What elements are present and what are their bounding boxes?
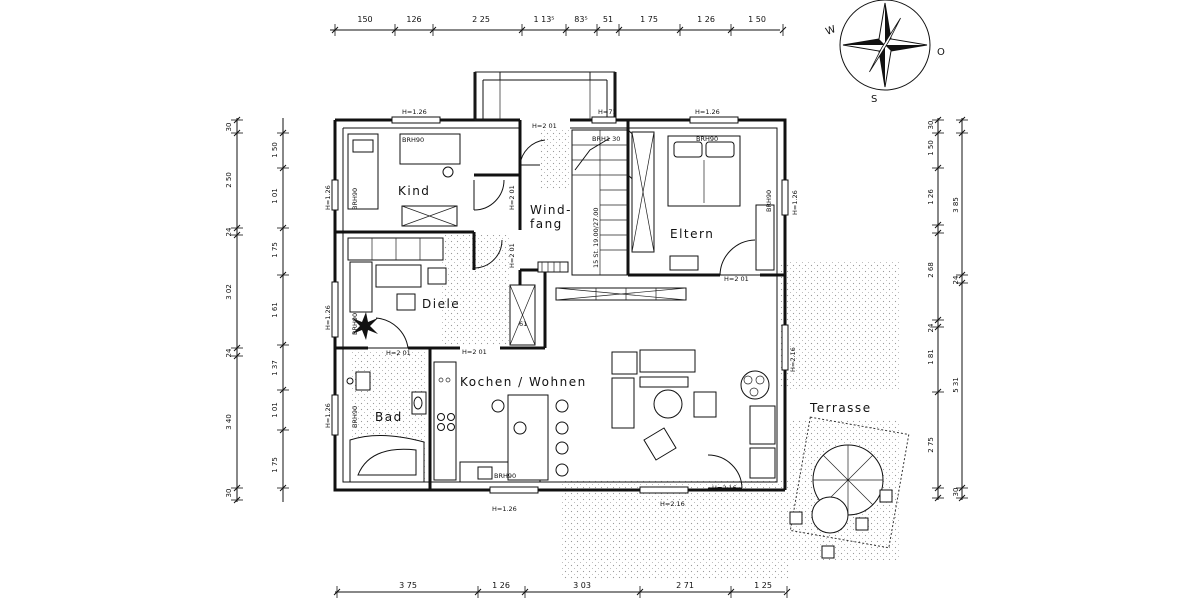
annotation: BRH90 [351,313,359,335]
room-label-eltern: Eltern [670,227,714,241]
annotation: BRH90 [351,406,359,428]
bad-furniture [346,371,427,483]
left-dim-inner: 1 01 [271,188,279,204]
right-dim-outer: 3 85 [952,197,960,213]
left-dim-inner: 1 01 [271,402,279,418]
annotation: BRH1 30 [592,135,620,143]
annotation: BRH90 [494,472,516,480]
room-label-windfang: fang [530,217,563,231]
left-dim-outer: 30 [225,489,233,498]
left-dim-inner: 1 37 [271,360,279,376]
right-dimension-chain: 30 1 50 1 26 24 2 68 24 1 81 2 75 30 3 8… [927,116,968,502]
right-dim-inner: 2 68 [927,262,935,278]
top-dim: 1 26 [697,15,715,24]
left-dim-outer: 2 50 [225,172,233,188]
annotation: H=1.26 [791,190,799,215]
bottom-dimension-chain: 3 75 1 26 3 03 2 71 1 25 [333,581,791,598]
right-dim-outer: 5 31 [952,377,960,393]
annotation: 15 St. 19.00/27.00 [592,207,600,268]
annotation: H=71 [598,108,617,116]
left-dim-inner: 1 75 [271,457,279,473]
bottom-dim: 3 75 [399,581,417,590]
room-labels: Kind Wind- fang Eltern Diele Kochen / Wo… [375,184,872,424]
kind-furniture [347,133,461,227]
compass-east: O [937,47,945,58]
left-dim-inner: 1 61 [271,302,279,318]
right-dim-inner: 1 26 [927,189,935,205]
annotation: H=1.26 [402,108,427,116]
left-dimension-chain: 30 2 50 24 3 02 24 3 40 30 1 50 1 01 1 7… [225,116,289,504]
diele-furniture [347,237,447,340]
kitchen-living-furniture [433,287,776,483]
compass-south: S [871,94,877,105]
left-dim-outer: 24 [225,348,233,357]
staircase [509,129,629,346]
compass-rose: W O S [824,0,945,105]
annotation: H=2 01 [508,185,516,210]
annotation: H=1.26 [324,305,332,330]
eltern-furniture [631,131,775,271]
annotation: H=1.26 [492,505,517,513]
plant-icon [740,370,770,400]
compass-west: W [824,24,837,38]
plant-icon [352,312,378,340]
annotation: BRH90 [696,135,718,143]
annotation: H=2 01 [462,348,487,356]
right-dim-inner: 1 50 [927,140,935,156]
room-label-windfang: Wind- [530,203,572,217]
annotation: H=2 01 [508,243,516,268]
room-label-kind: Kind [398,184,430,198]
top-dim: 150 [357,15,372,24]
bottom-dim: 1 25 [754,581,772,590]
left-dim-outer: 24 [225,227,233,236]
compass-star-icon [842,2,928,88]
top-dim: 2 25 [472,15,490,24]
top-dim: 83⁵ [574,15,587,24]
annotation: H=1.26 [695,108,720,116]
annotation: BRH90 [351,188,359,210]
bottom-dim: 2 71 [676,581,694,590]
annotation: BRH90 [402,136,424,144]
annotation: H=2.16 [712,484,737,492]
windows [331,116,789,494]
left-dim-inner: 1 50 [271,142,279,158]
left-dim-outer: 3 02 [225,284,233,300]
annotation: H=2 01 [386,349,411,357]
top-dim: 1 50 [748,15,766,24]
annotation: H=1.26 [324,403,332,428]
top-dimension-chain: 150 126 2 25 1 13⁵ 83⁵ 51 1 75 1 26 1 50 [330,15,787,36]
room-label-terrasse: Terrasse [809,401,872,415]
top-dim: 1 13⁵ [533,15,554,24]
annotation: H=1.26 [324,185,332,210]
bottom-dim: 1 26 [492,581,510,590]
right-dim-inner: 1 81 [927,349,935,365]
annotation: H=2 01 [532,122,557,130]
terrace-furniture [789,416,910,559]
top-dim: 1 75 [640,15,658,24]
left-dim-outer: 30 [225,123,233,132]
bottom-dim: 3 03 [573,581,591,590]
annotation: H=2.16 [789,347,797,372]
right-dim-inner: 30 [952,488,960,497]
left-dim-outer: 3 40 [225,414,233,430]
annotation: 61 [519,320,527,328]
annotation: BRH90 [765,190,773,212]
right-dim-inner: 24 [952,275,960,284]
annotations: H=1.26 H=1.26 H=71 H=2 01 BRH1 30 BRH90 … [324,108,799,513]
top-dim: 126 [406,15,421,24]
right-dim-inner: 30 [927,121,935,130]
left-dim-inner: 1 75 [271,242,279,258]
room-label-bad: Bad [375,410,403,424]
right-dim-inner: 24 [927,323,935,332]
annotation: H=2.16 [660,500,685,508]
top-dim: 51 [603,15,613,24]
room-label-diele: Diele [422,297,460,311]
right-dim-inner: 2 75 [927,437,935,453]
annotation: H=2 01 [724,275,749,283]
room-label-kochen-wohnen: Kochen / Wohnen [460,375,587,389]
